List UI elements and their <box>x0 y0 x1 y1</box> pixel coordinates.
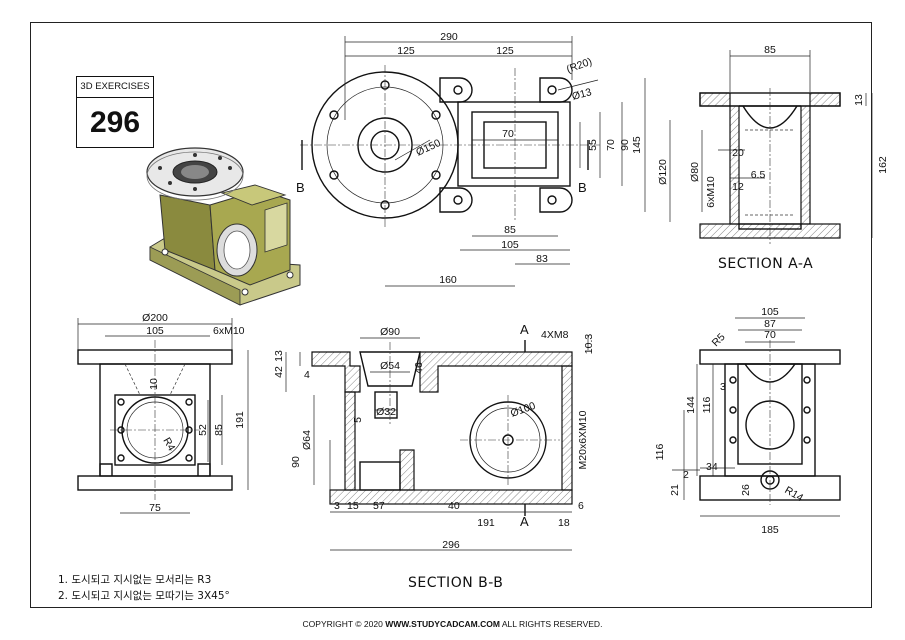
side-view-dimensions: 105 87 70 R5 144 116 3 116 34 21 2 26 R1… <box>654 306 805 536</box>
dim: 6 <box>578 500 584 512</box>
dim: 20 <box>732 147 744 159</box>
badge-number: 296 <box>89 106 141 139</box>
isometric-part-illustration <box>146 147 301 306</box>
dim: 18 <box>558 517 570 529</box>
dim: 46 <box>413 362 425 374</box>
section-aa-label: SECTION A-A <box>718 256 814 272</box>
front-view <box>77 318 249 514</box>
section-bb-label: SECTION B-B <box>408 575 504 591</box>
dim: 52 <box>197 424 209 436</box>
dim: 290 <box>440 31 458 43</box>
dim: 70 <box>502 128 514 140</box>
dim: 3 <box>720 381 726 393</box>
dim: Ø32 <box>376 406 396 418</box>
footer-prefix: COPYRIGHT © 2020 <box>302 619 386 629</box>
dim: 145 <box>631 136 643 154</box>
top-view-dimensions: 290 125 125 (R20) Ø13 Ø150 70 55 70 90 1… <box>296 31 643 286</box>
dim: 85 <box>213 424 225 436</box>
front-view-dimensions: Ø200 105 6xM10 10 52 85 191 R4 75 <box>142 312 246 514</box>
dim: 15 <box>347 500 359 512</box>
dim: 55 <box>587 139 599 151</box>
dim: 296 <box>442 539 460 551</box>
dim: 13 <box>853 94 865 106</box>
dim: 10 <box>148 378 160 390</box>
section-cut-label: B <box>578 180 587 195</box>
dim: Ø80 <box>689 162 701 182</box>
dim: 12 <box>732 181 744 193</box>
dim: 6xM10 <box>705 176 717 208</box>
section-cut-label: B <box>296 180 305 195</box>
dim: 3 <box>334 500 340 512</box>
badge-title: 3D EXERCISES <box>77 77 153 98</box>
side-view <box>672 317 841 517</box>
dim: 105 <box>146 325 164 337</box>
dim: (R20) <box>565 56 594 76</box>
dim: 13 <box>273 350 285 362</box>
dim: 116 <box>701 396 713 413</box>
dim: 6.5 <box>751 169 766 181</box>
dim: 85 <box>764 44 776 56</box>
dim: 34 <box>706 461 718 473</box>
dim: Ø120 <box>657 159 669 185</box>
dim: 90 <box>619 139 631 151</box>
dim: 75 <box>149 502 161 514</box>
dim: R5 <box>710 331 728 349</box>
dim: 70 <box>605 139 617 151</box>
dim: 116 <box>654 443 666 460</box>
section-aa-view <box>669 50 873 244</box>
dim: 105 <box>501 239 519 251</box>
dim: 6xM10 <box>213 325 245 337</box>
dim: 57 <box>373 500 385 512</box>
dim: Ø54 <box>380 360 400 372</box>
dim: 105 <box>761 306 779 318</box>
dim: 10.3 <box>583 334 595 355</box>
dim: 160 <box>439 274 457 286</box>
dim: 191 <box>234 411 246 429</box>
dim: 125 <box>496 45 514 57</box>
copyright-footer: COPYRIGHT © 2020 WWW.STUDYCADCAM.COM ALL… <box>0 619 905 629</box>
dim: 2 <box>683 469 689 481</box>
dim: 40 <box>448 500 460 512</box>
dim: R4 <box>160 436 177 454</box>
dim: 70 <box>764 329 776 341</box>
dim: 26 <box>740 484 752 496</box>
note-2: 2. 도시되고 지시없는 모따기는 3X45° <box>58 590 230 602</box>
exercise-badge: 3D EXERCISES 296 <box>76 76 154 148</box>
footer-suffix: ALL RIGHTS RESERVED. <box>499 619 603 629</box>
dim: 90 <box>290 456 302 468</box>
dim: 185 <box>761 524 779 536</box>
dim: 4 <box>304 369 310 381</box>
section-bb-view <box>285 335 589 551</box>
section-cut-label: A <box>520 514 529 529</box>
dim: Ø200 <box>142 312 168 324</box>
dim: 21 <box>669 484 681 496</box>
dim: 83 <box>536 253 548 265</box>
dim: M20x6XM10 <box>577 410 589 469</box>
dim: Ø90 <box>380 326 400 338</box>
dim: 5 <box>352 417 364 423</box>
dim: 4XM8 <box>541 329 569 341</box>
note-1: 1. 도시되고 지시없는 모서리는 R3 <box>58 574 212 586</box>
dim: Ø13 <box>571 86 593 103</box>
top-view <box>300 36 646 287</box>
section-aa-dimensions: 85 13 162 Ø120 Ø80 20 6.5 12 6xM10 <box>657 44 889 208</box>
footer-site-link[interactable]: WWW.STUDYCADCAM.COM <box>385 619 500 629</box>
dim: 191 <box>477 517 495 529</box>
section-cut-label: A <box>520 322 529 337</box>
notes: 1. 도시되고 지시없는 모서리는 R3 2. 도시되고 지시없는 모따기는 3… <box>58 572 230 604</box>
dim: R14 <box>783 484 806 504</box>
dim: 42 <box>273 366 285 378</box>
dim: 85 <box>504 224 516 236</box>
border-frame <box>30 22 872 608</box>
section-bb-dimensions: Ø90 A 4XM8 10.3 42 13 4 Ø54 46 Ø32 Ø64 5… <box>273 322 595 551</box>
dim: 144 <box>685 396 697 414</box>
dim: 125 <box>397 45 415 57</box>
dim: Ø64 <box>301 430 313 450</box>
dim: Ø150 <box>414 137 442 159</box>
dim: 87 <box>764 318 776 330</box>
dim: 162 <box>877 156 889 174</box>
